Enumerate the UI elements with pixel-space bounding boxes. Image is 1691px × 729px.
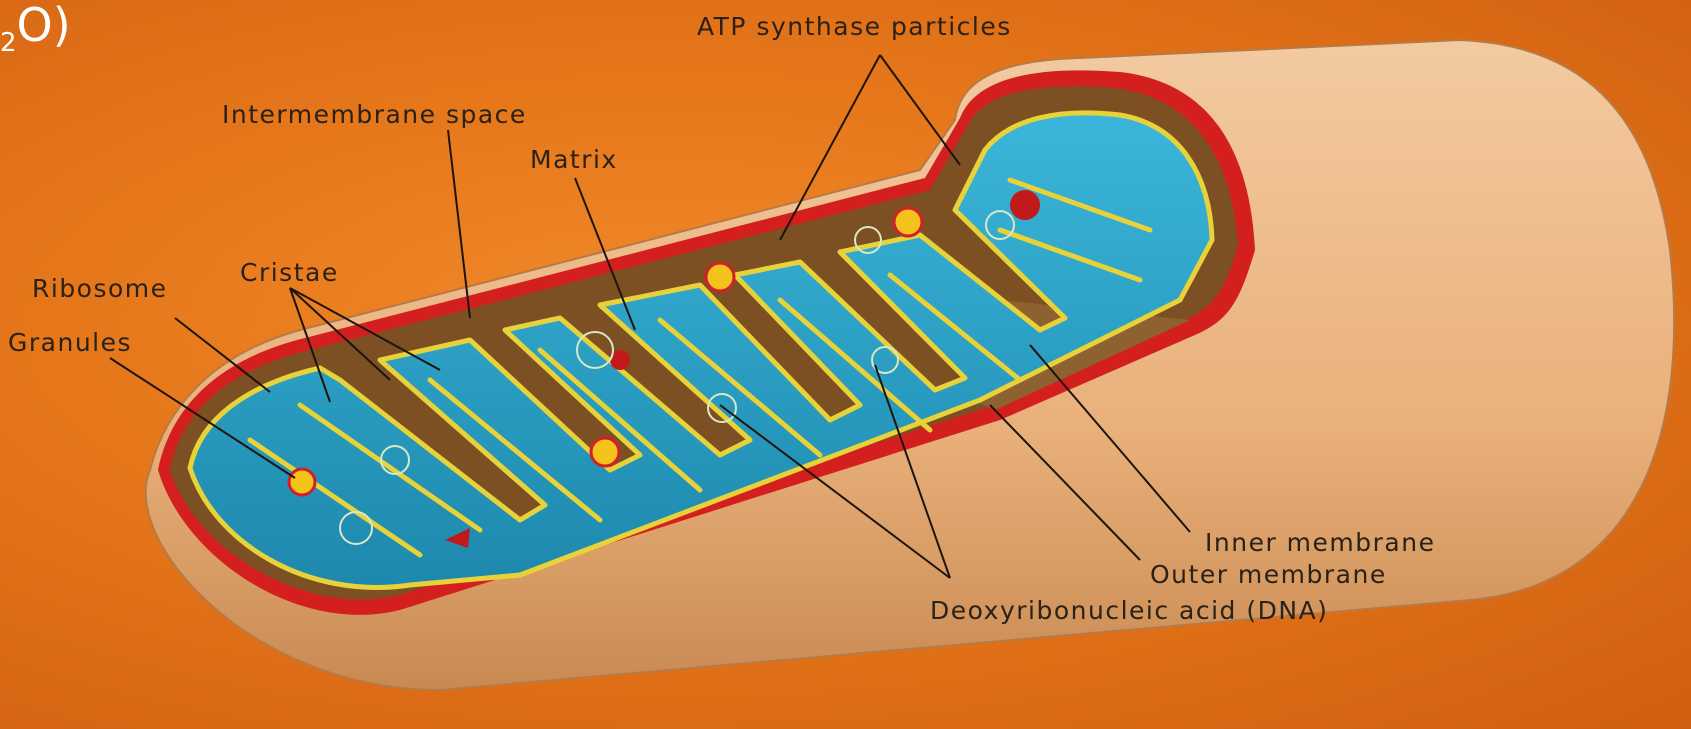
granule bbox=[894, 208, 922, 236]
label-outer-membrane: Outer membrane bbox=[1150, 560, 1387, 589]
pointer-line-atp bbox=[880, 55, 960, 165]
label-ribosome: Ribosome bbox=[32, 274, 168, 303]
label-dna: Deoxyribonucleic acid (DNA) bbox=[930, 596, 1328, 625]
granule bbox=[706, 263, 734, 291]
label-atp-synthase-particles: ATP synthase particles bbox=[697, 12, 1012, 41]
label-inner-membrane: Inner membrane bbox=[1205, 528, 1435, 557]
label-matrix: Matrix bbox=[530, 145, 618, 174]
label-cristae: Cristae bbox=[240, 258, 339, 287]
granule bbox=[591, 438, 619, 466]
title-fragment: 2O) bbox=[0, 0, 71, 58]
granule bbox=[1010, 190, 1040, 220]
granule bbox=[289, 469, 315, 495]
label-granules: Granules bbox=[8, 328, 132, 357]
label-intermembrane-space: Intermembrane space bbox=[222, 100, 527, 129]
